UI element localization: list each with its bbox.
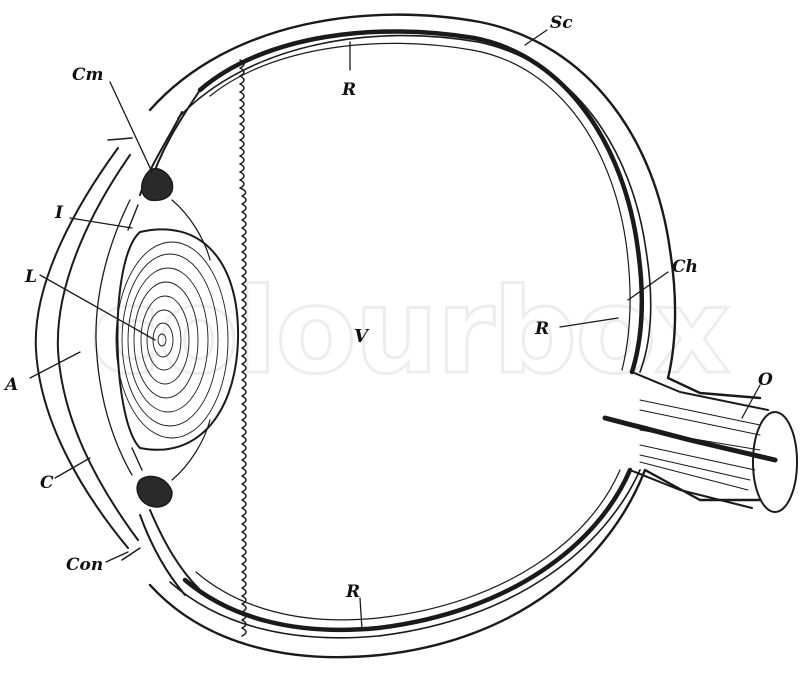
ciliary-body <box>127 89 201 596</box>
label-c: C <box>40 473 54 493</box>
cornea <box>34 137 141 561</box>
label-cm: Cm <box>72 65 104 85</box>
label-r-top: R <box>341 80 356 100</box>
optic-nerve <box>602 371 798 513</box>
label-sc: Sc <box>550 13 573 33</box>
label-con: Con <box>66 555 103 575</box>
label-r-mid: R <box>534 319 549 339</box>
label-ch: Ch <box>672 257 698 277</box>
choroid-layer <box>182 29 645 633</box>
lens <box>115 199 240 481</box>
label-r-bottom: R <box>345 582 360 602</box>
leader-lines <box>29 29 761 631</box>
watermark-logo: colourbox <box>90 262 729 400</box>
label-l: L <box>24 267 37 287</box>
label-o: O <box>758 370 773 390</box>
vitreous-boundary <box>239 59 247 637</box>
labels: Sc Cm R I L A C Con V Ch R O R <box>3 13 773 602</box>
label-a: A <box>3 375 18 395</box>
label-i: I <box>54 203 64 223</box>
label-v: V <box>354 326 370 347</box>
